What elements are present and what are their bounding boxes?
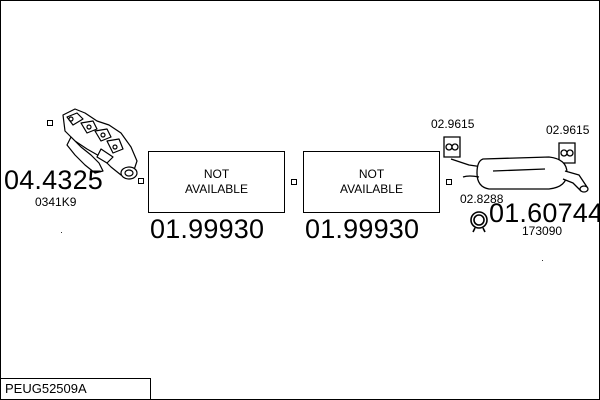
rubber-mount-icon: [443, 136, 461, 158]
not-available-line-1: NOT: [203, 167, 230, 181]
rubber-mount-icon: [558, 142, 576, 164]
diagram-code-label: PEUG52509A: [1, 378, 151, 399]
rear-silencer-icon: [450, 156, 589, 193]
clamp-icon: [470, 211, 488, 233]
rubber-mount-1-price: 02.9615: [431, 117, 475, 131]
pipe-2-price: 01.99930: [305, 214, 420, 244]
manifold-price: 04.4325: [4, 165, 103, 195]
rubber-mount-2-price: 02.9615: [546, 123, 590, 137]
rear-silencer-price: 01.60744: [489, 198, 600, 228]
part-not-available-box: NOT AVAILABLE: [303, 151, 440, 213]
not-available-line-1: NOT: [358, 167, 385, 181]
rear-silencer-reference: 173090: [522, 224, 563, 238]
not-available-line-2: AVAILABLE: [185, 182, 248, 196]
manifold-dot: [61, 232, 62, 233]
pipe-1-price: 01.99930: [150, 214, 265, 244]
silencer-inlet-marker: [446, 179, 452, 185]
clamp-price: 02.8288: [460, 192, 504, 206]
manifold-reference: 0341K9: [35, 195, 77, 209]
pipe-connector-marker: [291, 179, 297, 185]
manifold-outlet-marker: [138, 178, 144, 184]
manifold-connector-marker: [47, 120, 53, 126]
silencer-dot: [542, 260, 543, 261]
part-not-available-box: NOT AVAILABLE: [148, 151, 285, 213]
not-available-line-2: AVAILABLE: [340, 182, 403, 196]
exhaust-manifold-icon: [62, 108, 138, 180]
